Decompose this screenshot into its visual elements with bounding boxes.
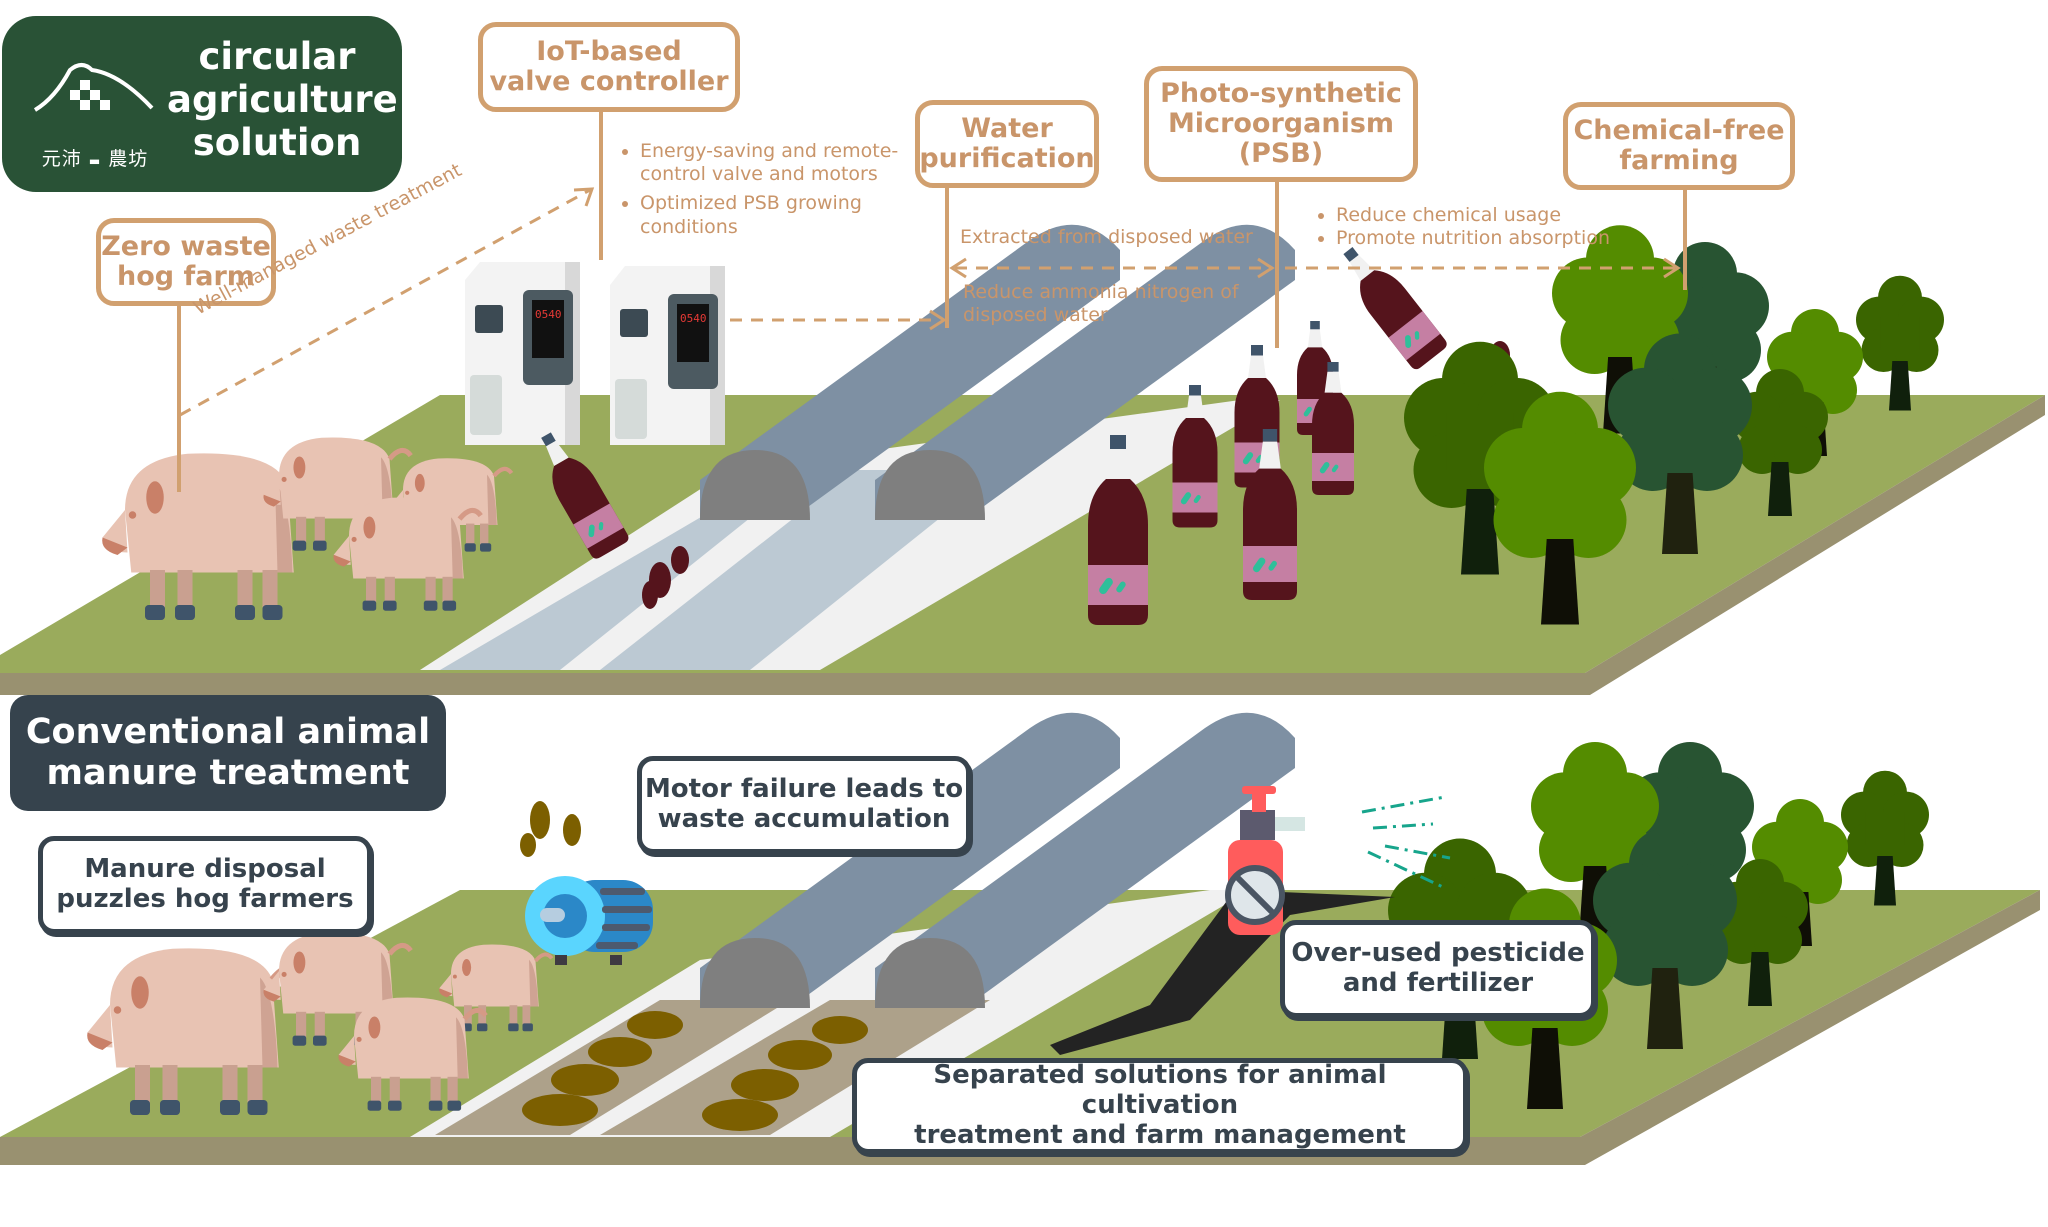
manure-splash: [520, 801, 581, 857]
brand-title-panel: 元沛 ▬ 農坊 circular agriculture solution: [2, 16, 402, 192]
psb-bottle-pouring-2: [1330, 237, 1450, 372]
label-separated-solutions: Separated solutions for animal cultivati…: [852, 1058, 1468, 1154]
brand-name-left: 元沛: [41, 148, 82, 170]
flow-arrows: [179, 188, 1678, 417]
iot-notes: Energy-saving and remote-control valve a…: [610, 140, 910, 245]
water-note-above: Extracted from disposed water: [960, 226, 1253, 248]
mountain-logo-icon: [33, 63, 154, 112]
psb-note-item: Reduce chemical usage: [1336, 204, 1636, 227]
chemical-runoff: [1050, 890, 1395, 1055]
flow-arrowheads: [573, 187, 1681, 331]
iot-note-item: Energy-saving and remote-control valve a…: [640, 140, 910, 186]
iot-note-item: Optimized PSB growing conditions: [640, 192, 910, 238]
brand-name-right: 農坊: [108, 148, 149, 170]
water-note-below: Reduce ammonia nitrogen of disposed wate…: [963, 281, 1239, 327]
psb-note-item: Promote nutrition absorption: [1336, 227, 1636, 250]
psb-drops-1: [642, 546, 689, 609]
psb-notes: Reduce chemical usage Promote nutrition …: [1306, 204, 1636, 250]
controller-display-2: 0540: [680, 312, 707, 325]
iot-controller-1: [465, 262, 580, 445]
brand-logo: 元沛 ▬ 農坊: [30, 58, 160, 170]
pesticide-sprayer: [1225, 786, 1305, 935]
failed-motor: [525, 876, 653, 965]
callout-lines: [177, 108, 1687, 492]
page-title: circular agriculture solution: [167, 35, 398, 164]
iot-controller-2: [610, 266, 725, 445]
spray-mist: [1361, 795, 1451, 890]
controller-display-1: 0540: [535, 308, 562, 321]
